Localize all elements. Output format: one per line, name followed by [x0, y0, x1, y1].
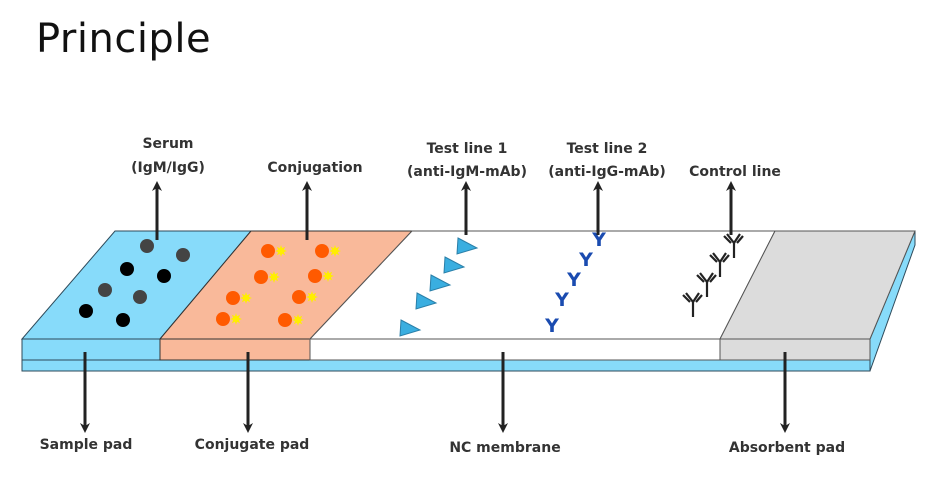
sample-pad-front	[21, 338, 161, 361]
gold-nanoparticle	[216, 312, 230, 326]
igm-antibody-dot	[133, 290, 147, 304]
absorbent-pad	[719, 230, 916, 361]
label-test-line-1-line2: (anti-IgM-mAb)	[407, 164, 527, 180]
control-antibody-icon	[682, 292, 703, 317]
antigen-star-icon	[240, 292, 252, 304]
antibody-arm-right	[706, 272, 714, 283]
igg-antibody-dot	[79, 304, 93, 318]
antibody-arm-right-2	[709, 274, 717, 283]
bottom-labels: Sample pad Conjugate pad NC membrane Abs…	[40, 437, 846, 456]
bottom-arrows	[80, 352, 790, 433]
anti-igg-y-icon: Y	[578, 249, 593, 271]
igg-antibody-dot	[120, 262, 134, 276]
anti-igm-triangle-icon	[456, 237, 479, 255]
gold-nanoparticle	[261, 244, 275, 258]
anti-igm-triangle-icon	[443, 256, 466, 274]
igg-antibody-dot	[116, 313, 130, 327]
anti-igg-y-icon: Y	[554, 289, 569, 311]
antibody-arm-left-2	[696, 274, 705, 283]
label-conjugation: Conjugation	[267, 160, 362, 176]
antibody-arm-right	[733, 233, 741, 244]
label-test-line-1-line1: Test line 1	[427, 141, 508, 157]
anti-igg-y-icon: Y	[591, 229, 606, 251]
label-absorbent-pad: Absorbent pad	[729, 440, 845, 456]
anti-igm-triangle-icon	[415, 292, 438, 310]
absorbent-pad-front	[719, 338, 871, 361]
serum-particles	[79, 239, 190, 327]
antigen-star-icon	[292, 314, 304, 326]
antibody-arm-left-2	[682, 294, 691, 303]
label-conjugate-pad: Conjugate pad	[195, 437, 310, 453]
igm-antibody-dot	[176, 248, 190, 262]
antibody-arm-right-2	[695, 294, 703, 303]
anti-igm-triangle-icon	[429, 274, 452, 292]
label-sample-pad: Sample pad	[40, 437, 133, 453]
antigen-star-icon	[322, 270, 334, 282]
antibody-arm-left-2	[709, 254, 718, 263]
control-antibody-icon	[696, 272, 717, 297]
antibody-arm-right-2	[736, 235, 744, 244]
conjugate-pad-front	[159, 338, 311, 361]
anti-igg-y-icon: Y	[544, 315, 559, 337]
label-test-line-2-line1: Test line 2	[567, 141, 648, 157]
gold-nanoparticle	[292, 290, 306, 304]
control-antibody-icon	[723, 233, 744, 258]
antibody-arm-left	[685, 292, 694, 303]
control-line-antibodies	[682, 233, 744, 317]
antigen-star-icon	[275, 245, 287, 257]
top-labels: Serum (IgM/IgG) Conjugation Test line 1 …	[131, 136, 781, 180]
igm-antibody-dot	[98, 283, 112, 297]
backing-layer	[21, 230, 916, 372]
top-arrows	[152, 181, 736, 240]
backing-front-face	[21, 359, 871, 372]
gold-nanoparticle	[254, 270, 268, 284]
antigen-star-icon	[230, 313, 242, 325]
igm-antibody-dot	[140, 239, 154, 253]
page-title: Principle	[36, 16, 212, 62]
antigen-star-icon	[306, 291, 318, 303]
gold-nanoparticle	[278, 313, 292, 327]
label-test-line-2-line2: (anti-IgG-mAb)	[548, 164, 666, 180]
antibody-arm-left	[712, 252, 721, 263]
gold-nanoparticle	[226, 291, 240, 305]
label-nc-membrane: NC membrane	[449, 440, 560, 456]
antibody-arm-right-2	[722, 254, 730, 263]
antibody-arm-left-2	[723, 235, 732, 244]
antibody-arm-left	[699, 272, 708, 283]
gold-nanoparticle	[308, 269, 322, 283]
test-line-1-antibodies	[399, 237, 479, 337]
anti-igm-triangle-icon	[399, 319, 422, 337]
antibody-arm-right	[719, 252, 727, 263]
gold-nanoparticle	[315, 244, 329, 258]
label-control-line: Control line	[689, 164, 781, 180]
label-serum-line2: (IgM/IgG)	[131, 160, 205, 176]
label-serum-line1: Serum	[142, 136, 193, 152]
antigen-star-icon	[268, 271, 280, 283]
antigen-star-icon	[329, 245, 341, 257]
antibody-arm-right	[692, 292, 700, 303]
conjugate-particles	[216, 244, 341, 327]
igg-antibody-dot	[157, 269, 171, 283]
control-antibody-icon	[709, 252, 730, 277]
antibody-arm-left	[726, 233, 735, 244]
anti-igg-y-icon: Y	[566, 269, 581, 291]
nc-membrane-front	[309, 338, 721, 361]
